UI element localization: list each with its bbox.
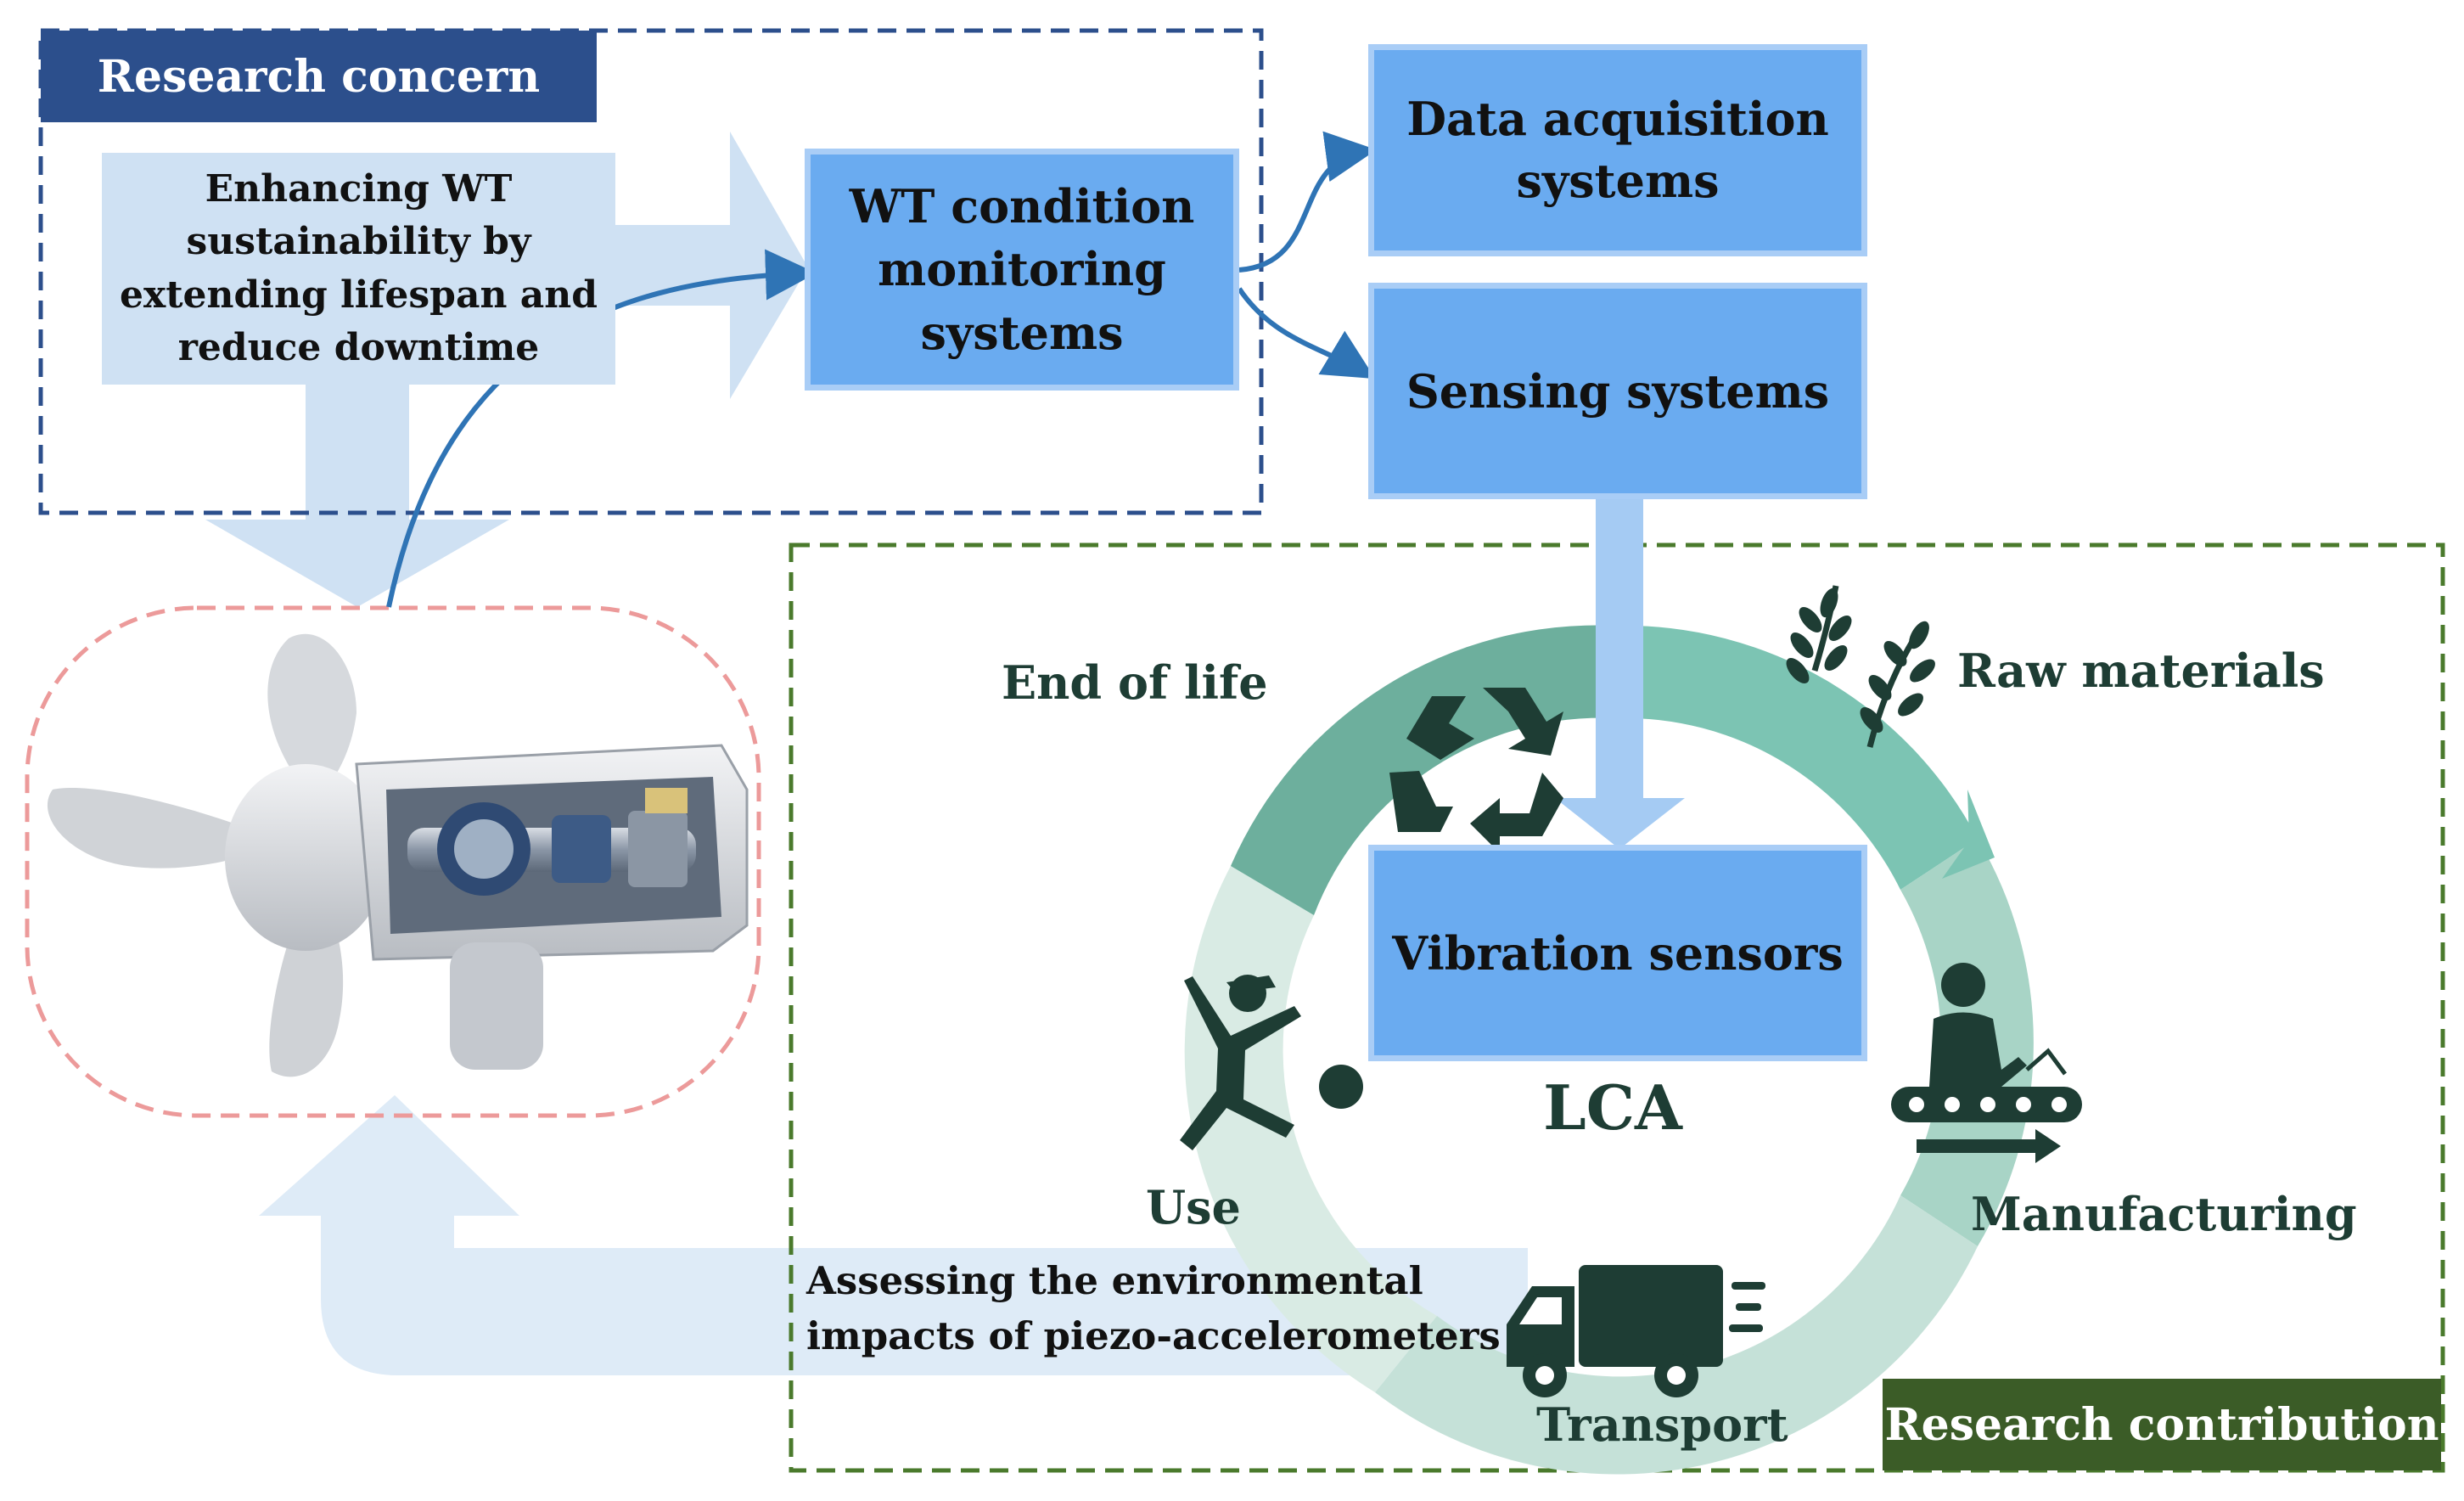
sensing-systems-box: Sensing systems xyxy=(1368,283,1867,499)
down-arrow-to-turbine xyxy=(205,374,509,607)
end-of-life-label: End of life xyxy=(1002,655,1268,710)
assessment-line: impacts of piezo-accelerometers xyxy=(806,1313,1501,1359)
curve-cms-to-data xyxy=(1238,131,1377,273)
manufacturing-label: Manufacturing xyxy=(1971,1187,2357,1241)
research-concern-tag: Research concern xyxy=(41,31,597,122)
turbine-frame xyxy=(25,605,761,1118)
transport-label: Transport xyxy=(1536,1397,1788,1452)
cms-line: systems xyxy=(920,305,1124,360)
goal-line: reduce downtime xyxy=(177,325,540,369)
truck-icon xyxy=(1507,1265,1765,1397)
assessment-line: Assessing the environmental xyxy=(806,1258,1423,1303)
vibration-sensors-box: Vibration sensors xyxy=(1368,845,1867,1061)
cms-line: monitoring xyxy=(878,242,1166,297)
use-label: Use xyxy=(1146,1180,1241,1234)
data-acquisition-box: Data acquisition systems xyxy=(1368,44,1867,256)
down-arrow-to-vibration xyxy=(1555,499,1685,849)
goal-line: Enhancing WT xyxy=(205,166,513,211)
lca-label: LCA xyxy=(1543,1071,1682,1144)
raw-materials-label: Raw materials xyxy=(1957,644,2325,698)
wind-turbine-nacelle-icon xyxy=(47,633,749,1077)
goal-line: extending lifespan and xyxy=(119,273,598,317)
feedback-arrow xyxy=(259,1095,1528,1375)
right-arrow-to-cms xyxy=(594,132,808,399)
cms-line: WT condition xyxy=(849,178,1195,233)
wheat-icon xyxy=(1786,585,1935,748)
recycle-icon xyxy=(1389,688,1563,853)
research-concern-frame xyxy=(38,28,1264,515)
curve-cms-to-sensing xyxy=(1237,287,1376,379)
research-contribution-tag: Research contribution xyxy=(1883,1379,2441,1470)
cms-box: WT condition monitoring systems xyxy=(805,149,1239,391)
worker-conveyor-icon xyxy=(1891,963,2082,1163)
data-acquisition-line: Data acquisition xyxy=(1406,92,1829,147)
goal-line: sustainability by xyxy=(186,220,531,264)
data-acquisition-line: systems xyxy=(1516,154,1720,208)
assessment-text: Assessing the environmental impacts of p… xyxy=(806,1253,1501,1364)
running-person-icon xyxy=(1180,975,1363,1150)
goal-box: Enhancing WT sustainability by extending… xyxy=(102,153,615,385)
